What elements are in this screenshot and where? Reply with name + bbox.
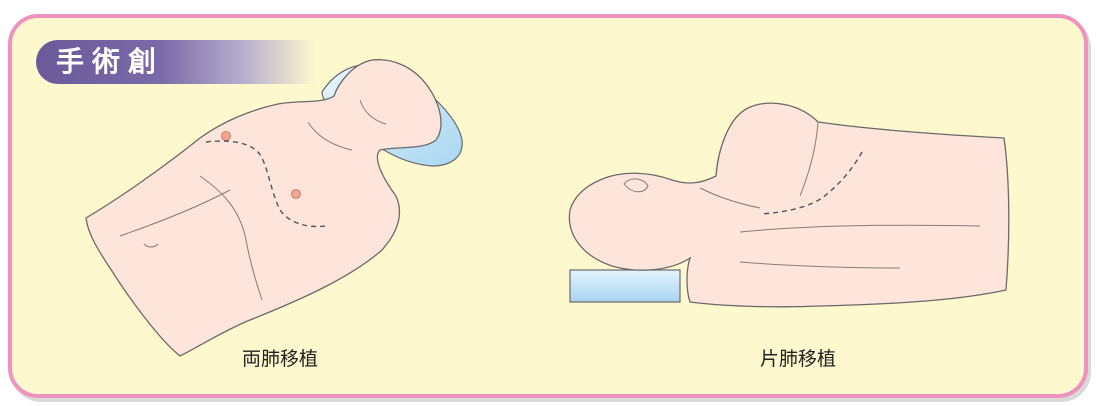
nipple-left [222, 132, 231, 141]
nipple-right [292, 190, 301, 199]
supine-patient-figure [86, 60, 462, 356]
caption-single: 片肺移植 [760, 344, 836, 371]
lateral-patient-figure [569, 103, 1008, 307]
supine-body [86, 60, 441, 356]
caption-bilateral: 両肺移植 [242, 344, 318, 371]
head-support-block [570, 270, 680, 302]
